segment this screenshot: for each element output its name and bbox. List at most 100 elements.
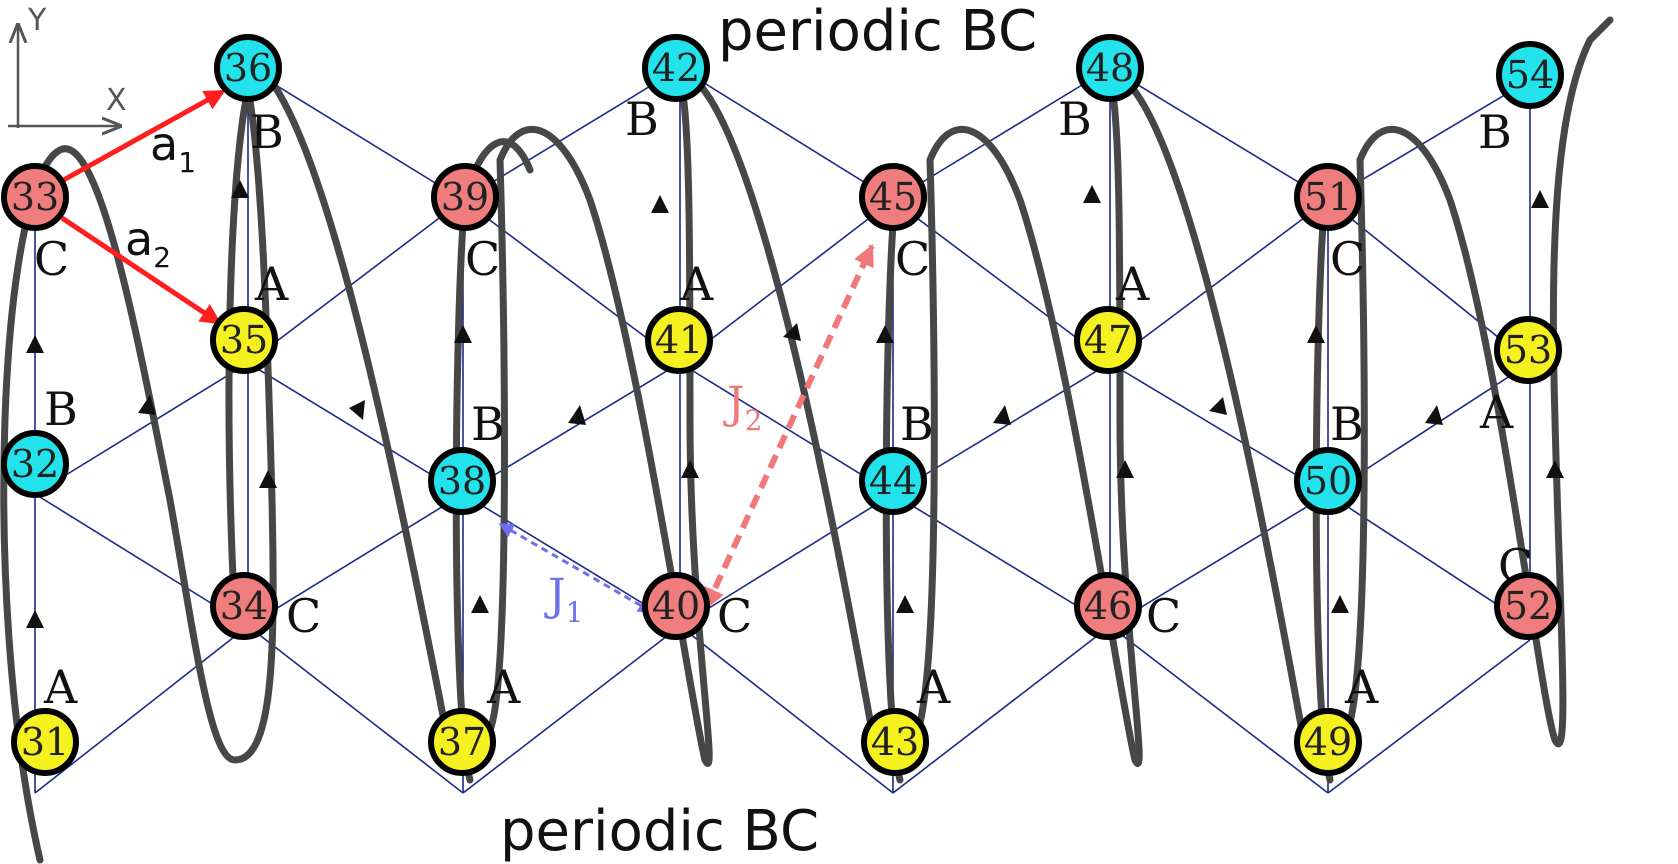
site-31-circle — [11, 708, 79, 776]
coupling-j1-label: J1 — [544, 570, 583, 629]
site-31-number: 31 — [21, 720, 69, 764]
helix-loops — [0, 16, 1614, 864]
site-49: 49 — [1294, 708, 1362, 776]
vector-a1-arrow — [58, 89, 226, 185]
site-42: 42 — [642, 34, 710, 102]
svg-text:A: A — [486, 660, 521, 714]
site-53-number: 53 — [1504, 328, 1552, 372]
site-32-circle — [1, 430, 69, 498]
site-41: 41 — [645, 306, 713, 374]
site-47-number: 47 — [1084, 318, 1132, 362]
site-43-circle — [861, 708, 929, 776]
site-49-circle — [1294, 708, 1362, 776]
axis-x-label: X — [106, 83, 127, 118]
vector-a2-label: a2 — [125, 212, 171, 274]
site-45-circle — [859, 163, 927, 231]
top-periodic-bc-label: periodic BC — [718, 0, 1037, 64]
lattice-vectors — [58, 89, 226, 325]
vector-a2-arrow — [60, 215, 222, 325]
site-40-number: 40 — [652, 584, 700, 628]
svg-text:C: C — [1146, 589, 1181, 643]
site-38-circle — [428, 447, 496, 515]
site-36-circle — [214, 34, 282, 102]
svg-text:C: C — [465, 232, 500, 286]
site-50-number: 50 — [1304, 459, 1352, 503]
site-36: 36 — [214, 34, 282, 102]
svg-text:A: A — [916, 660, 951, 714]
svg-text:B: B — [250, 105, 284, 159]
bottom-periodic-bc-label: periodic BC — [500, 799, 819, 864]
site-54-number: 54 — [1506, 53, 1554, 97]
site-54: 54 — [1496, 41, 1564, 109]
site-32: 32 — [1, 430, 69, 498]
site-47-circle — [1074, 306, 1142, 374]
lattice-sites: 31 32 33 34 35 36 37 38 39 40 41 42 43 44 45 46 47 48 49 50… — [1, 34, 1564, 776]
site-52-number: 52 — [1504, 584, 1552, 628]
site-38: 38 — [428, 447, 496, 515]
coupling-j1-arrow — [498, 522, 654, 614]
site-48-number: 48 — [1086, 46, 1134, 90]
site-44-circle — [859, 447, 927, 515]
site-52-circle — [1494, 572, 1562, 640]
vector-a1-label: a1 — [150, 117, 196, 179]
svg-text:A: A — [43, 660, 78, 714]
svg-text:C: C — [717, 589, 752, 643]
site-33-circle — [1, 163, 69, 231]
site-41-number: 41 — [655, 318, 703, 362]
site-39: 39 — [431, 163, 499, 231]
site-50-circle — [1294, 447, 1362, 515]
site-51: 51 — [1294, 163, 1362, 231]
site-33: 33 — [1, 163, 69, 231]
svg-text:B: B — [900, 397, 934, 451]
site-33-number: 33 — [11, 175, 59, 219]
site-54-circle — [1496, 41, 1564, 109]
site-53-circle — [1494, 316, 1562, 384]
svg-text:C: C — [1330, 232, 1365, 286]
site-53: 53 — [1494, 316, 1562, 384]
site-38-number: 38 — [438, 459, 486, 503]
site-39-circle — [431, 163, 499, 231]
axis-indicator: Y X — [8, 3, 127, 128]
svg-text:B: B — [1478, 105, 1512, 159]
site-48-circle — [1076, 34, 1144, 102]
site-40: 40 — [642, 572, 710, 640]
site-43: 43 — [861, 708, 929, 776]
site-52: 52 — [1494, 572, 1562, 640]
site-44: 44 — [859, 447, 927, 515]
site-40-circle — [642, 572, 710, 640]
svg-text:A: A — [1479, 385, 1514, 439]
site-36-number: 36 — [224, 46, 272, 90]
site-51-number: 51 — [1304, 175, 1352, 219]
site-35: 35 — [210, 306, 278, 374]
site-41-circle — [645, 306, 713, 374]
svg-text:A: A — [679, 257, 714, 311]
svg-text:A: A — [1344, 660, 1379, 714]
site-46-number: 46 — [1084, 584, 1132, 628]
site-42-circle — [642, 34, 710, 102]
site-32-number: 32 — [11, 442, 59, 486]
svg-text:A: A — [1115, 257, 1150, 311]
svg-text:B: B — [1330, 397, 1364, 451]
site-35-circle — [210, 306, 278, 374]
axis-y-label: Y — [27, 3, 47, 38]
site-45: 45 — [859, 163, 927, 231]
coupling-j2-arrow — [703, 244, 875, 610]
site-37-circle — [428, 708, 496, 776]
svg-text:C: C — [34, 232, 69, 286]
coupling-j2-label: J2 — [723, 378, 762, 437]
site-47: 47 — [1074, 306, 1142, 374]
sublattice-letters: C B A B A C C B A B A C C B A B A C C B … — [34, 92, 1533, 714]
site-50: 50 — [1294, 447, 1362, 515]
site-44-number: 44 — [869, 459, 917, 503]
svg-text:B: B — [1058, 92, 1092, 146]
site-37-number: 37 — [438, 720, 486, 764]
site-48: 48 — [1076, 34, 1144, 102]
svg-text:B: B — [625, 92, 659, 146]
svg-text:C: C — [895, 232, 930, 286]
site-34-circle — [210, 572, 278, 640]
svg-text:A: A — [254, 257, 289, 311]
site-34-number: 34 — [220, 584, 268, 628]
site-49-number: 49 — [1304, 720, 1352, 764]
site-46: 46 — [1074, 572, 1142, 640]
